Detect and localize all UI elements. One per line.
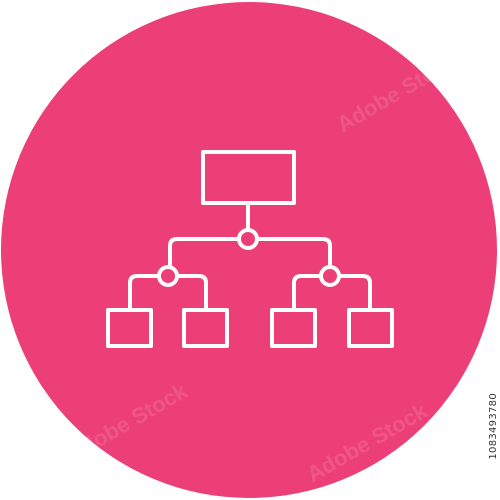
left-left-line <box>128 274 161 312</box>
leaf-node-box <box>182 308 229 348</box>
center-connector-circle <box>237 228 259 250</box>
left-connector-circle <box>157 265 179 287</box>
leaf-node-box <box>106 308 153 348</box>
left-right-line <box>175 274 208 312</box>
right-right-line <box>337 274 372 312</box>
left-branch-line <box>168 237 241 269</box>
stock-id-label: 1083493780 <box>488 393 499 460</box>
right-branch-line <box>255 237 332 269</box>
leaf-node-box <box>270 308 317 348</box>
leaf-node-box <box>347 308 394 348</box>
right-left-line <box>292 274 323 312</box>
right-connector-circle <box>319 265 341 287</box>
top-node-box <box>201 150 296 205</box>
